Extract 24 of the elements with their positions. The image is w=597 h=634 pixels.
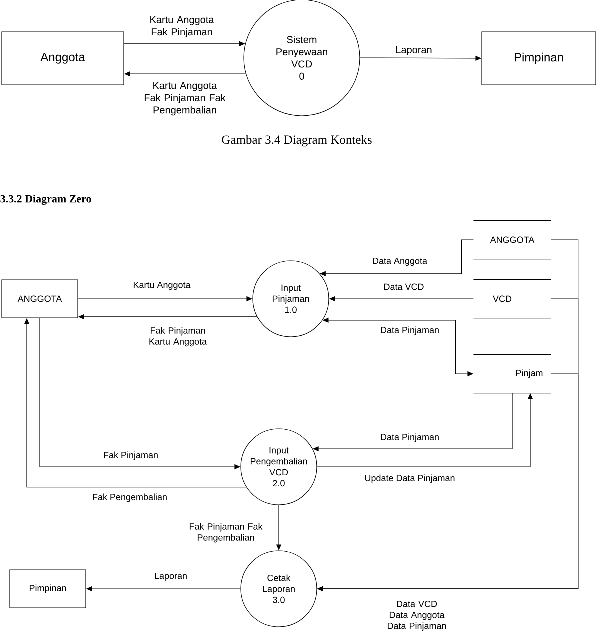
edge-label: Laporan <box>153 572 189 582</box>
edge-label: Laporan <box>394 46 434 56</box>
entity-box: ANGGOTA <box>2 280 78 318</box>
edge-label: Fak Pinjaman <box>102 450 160 462</box>
data-store: ANGGOTA <box>473 220 552 260</box>
entity-box: Anggota <box>2 32 124 86</box>
edge-label: Fak Pengembalian <box>91 492 169 504</box>
edge-label: Data Pinjaman <box>380 326 441 336</box>
data-store: Pinjam <box>473 354 552 394</box>
figure-caption: Gambar 3.4 Diagram Konteks <box>222 135 372 147</box>
edge-label: Update Data Pinjaman <box>364 474 456 484</box>
edge-label: Kartu Anggota <box>132 280 192 292</box>
edge-label: Kartu Anggota Fak Pinjaman Fak Pengembalian <box>136 81 234 117</box>
edge-label: Data Pinjaman <box>380 432 441 444</box>
edge-label: Fak Pinjaman Kartu Anggota <box>144 326 212 348</box>
edge-label: Data Anggota <box>371 256 429 268</box>
edge-label: Fak Pinjaman Fak Pengembalian <box>182 522 270 544</box>
edge-label: Data VCD <box>382 282 426 292</box>
entity-box: Pimpinan <box>10 570 86 608</box>
data-store: VCD <box>473 279 552 319</box>
edge-label: Kartu Anggota Fak Pinjaman <box>144 15 220 39</box>
entity-box: Pimpinan <box>482 32 596 86</box>
section-heading: 3.3.2 Diagram Zero <box>0 194 92 206</box>
edge-label: Data VCD Data Anggota Data Pinjaman <box>384 600 450 632</box>
